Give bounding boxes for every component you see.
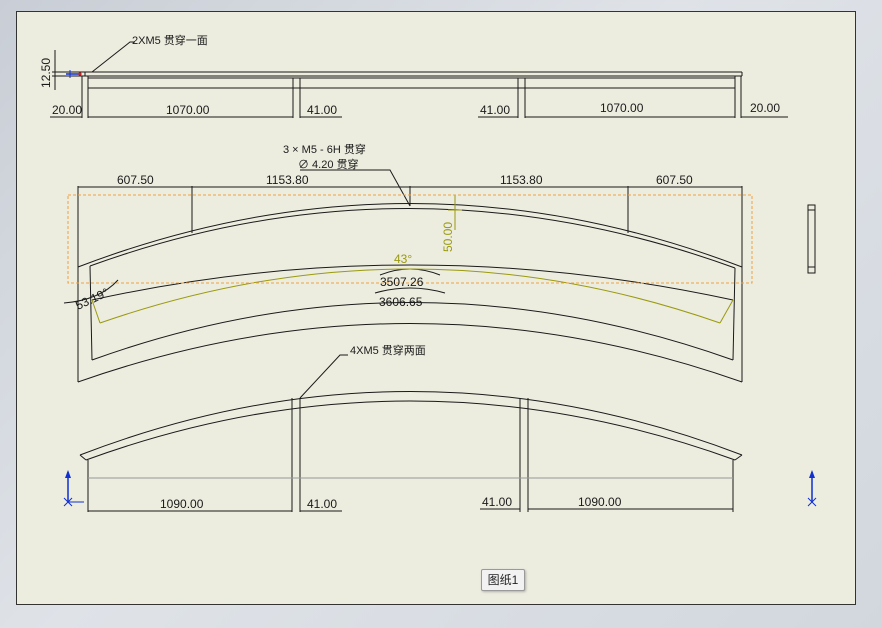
- right-triad-icon: [807, 470, 817, 507]
- bottom-dim-1[interactable]: 1090.00: [160, 497, 204, 511]
- top-dim-3[interactable]: 41.00: [307, 103, 337, 117]
- bottom-view[interactable]: [79, 354, 743, 512]
- front-view[interactable]: [63, 169, 743, 383]
- hole-note-2[interactable]: ∅ 4.20 贯穿: [298, 157, 359, 171]
- front-dim-2[interactable]: 1153.80: [266, 173, 309, 187]
- top-dim-5[interactable]: 1070.00: [600, 101, 644, 115]
- front-dim-4[interactable]: 607.50: [656, 173, 693, 187]
- bottom-dim-4[interactable]: 1090.00: [578, 495, 622, 509]
- front-height-dim[interactable]: 50.00: [441, 222, 455, 252]
- sheet-tab[interactable]: 图纸1: [481, 569, 525, 591]
- selection-box: [67, 194, 753, 284]
- arc-inner-dim[interactable]: 3507.26: [380, 275, 424, 289]
- drawing-sheet[interactable]: [16, 11, 856, 605]
- top-dim-1[interactable]: 20.00: [52, 103, 82, 117]
- front-dim-3[interactable]: 1153.80: [500, 173, 543, 187]
- arc-outer-dim[interactable]: 3606.65: [379, 295, 423, 309]
- top-dim-6[interactable]: 20.00: [750, 101, 780, 115]
- top-dim-4[interactable]: 41.00: [480, 103, 510, 117]
- front-view-highlight[interactable]: [91, 195, 734, 324]
- front-angle-dim[interactable]: 43°: [394, 252, 412, 266]
- bottom-dim-2[interactable]: 41.00: [307, 497, 337, 511]
- top-vertical-dim[interactable]: 12.50: [39, 58, 53, 88]
- front-dim-1[interactable]: 607.50: [117, 173, 154, 187]
- bottom-view-note[interactable]: 4XM5 贯穿两面: [350, 343, 426, 357]
- hole-note-1[interactable]: 3 × M5 - 6H 贯穿: [283, 142, 366, 156]
- side-view[interactable]: [807, 204, 816, 274]
- left-angle-dim[interactable]: 53.19°: [73, 285, 111, 312]
- left-triad-icon: [63, 470, 84, 507]
- top-view-triad: [66, 70, 82, 78]
- top-view[interactable]: [50, 41, 788, 118]
- top-dim-2[interactable]: 1070.00: [166, 103, 210, 117]
- top-view-note[interactable]: 2XM5 贯穿一面: [132, 33, 208, 47]
- bottom-dim-3[interactable]: 41.00: [482, 495, 512, 509]
